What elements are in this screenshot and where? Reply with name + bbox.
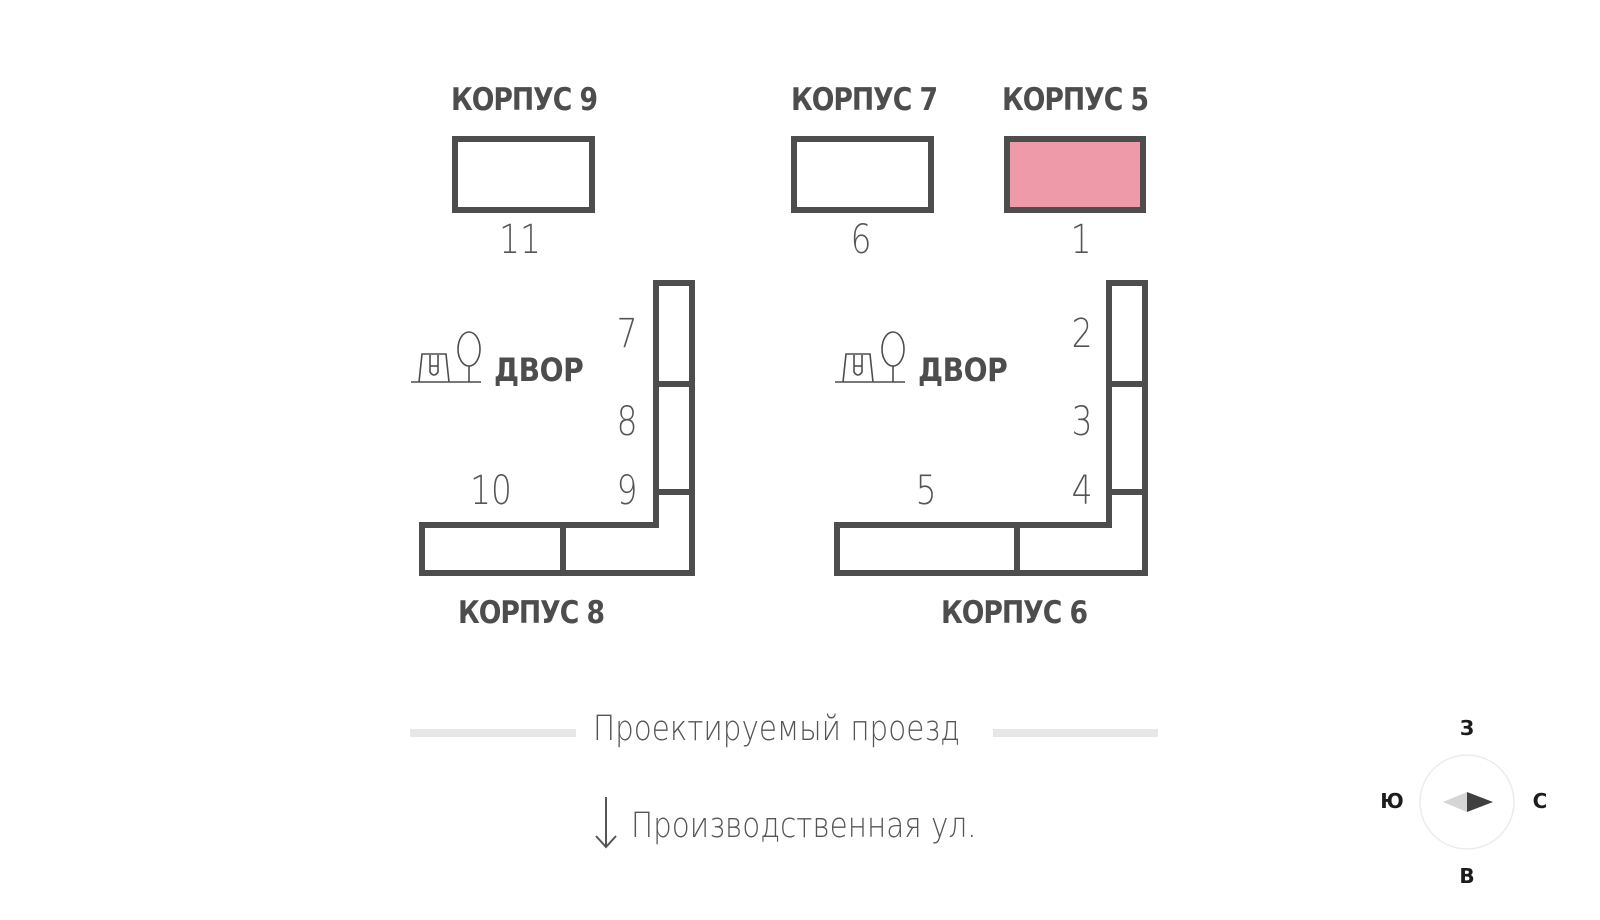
korpus-8-label: КОРПУС 8 — [457, 595, 605, 631]
section-number: 2 — [1071, 311, 1093, 357]
main-street-label: Производственная ул. — [631, 806, 977, 846]
compass-icon[interactable] — [1419, 754, 1515, 850]
section-number: 11 — [499, 217, 541, 263]
korpus-5-label: КОРПУС 5 — [1001, 82, 1149, 118]
compass-needle-icon — [1443, 792, 1467, 812]
section-number: 1 — [1070, 217, 1092, 263]
section-number: 4 — [1071, 468, 1093, 514]
compass-west-label: З — [1459, 716, 1475, 740]
section-number: 9 — [616, 468, 638, 514]
section-number: 7 — [616, 311, 638, 357]
planned-passage-line — [410, 729, 576, 737]
section-number: 5 — [915, 468, 937, 514]
playground-tree-icon — [835, 331, 905, 383]
arrow-down-icon — [595, 797, 617, 849]
planned-passage-label: Проектируемый проезд — [593, 709, 961, 749]
compass-south-label: Ю — [1380, 789, 1404, 813]
building-korpus-6[interactable] — [834, 280, 1148, 576]
section-number: 8 — [616, 399, 638, 445]
courtyard-label: ДВОР — [918, 351, 1008, 389]
section-number: 6 — [850, 217, 872, 263]
section-number: 10 — [470, 468, 512, 514]
playground-tree-icon — [411, 331, 481, 383]
building-korpus-7[interactable] — [791, 136, 934, 213]
planned-passage-line — [993, 729, 1158, 737]
compass-east-label: В — [1459, 864, 1475, 888]
korpus-6-label: КОРПУС 6 — [940, 595, 1088, 631]
building-korpus-5[interactable] — [1004, 136, 1146, 213]
courtyard-label: ДВОР — [494, 351, 584, 389]
compass-north-label: С — [1532, 789, 1548, 813]
section-number: 3 — [1071, 399, 1093, 445]
korpus-9-label: КОРПУС 9 — [450, 82, 598, 118]
korpus-7-label: КОРПУС 7 — [790, 82, 938, 118]
building-korpus-9[interactable] — [452, 136, 595, 213]
building-korpus-8[interactable] — [419, 280, 695, 576]
